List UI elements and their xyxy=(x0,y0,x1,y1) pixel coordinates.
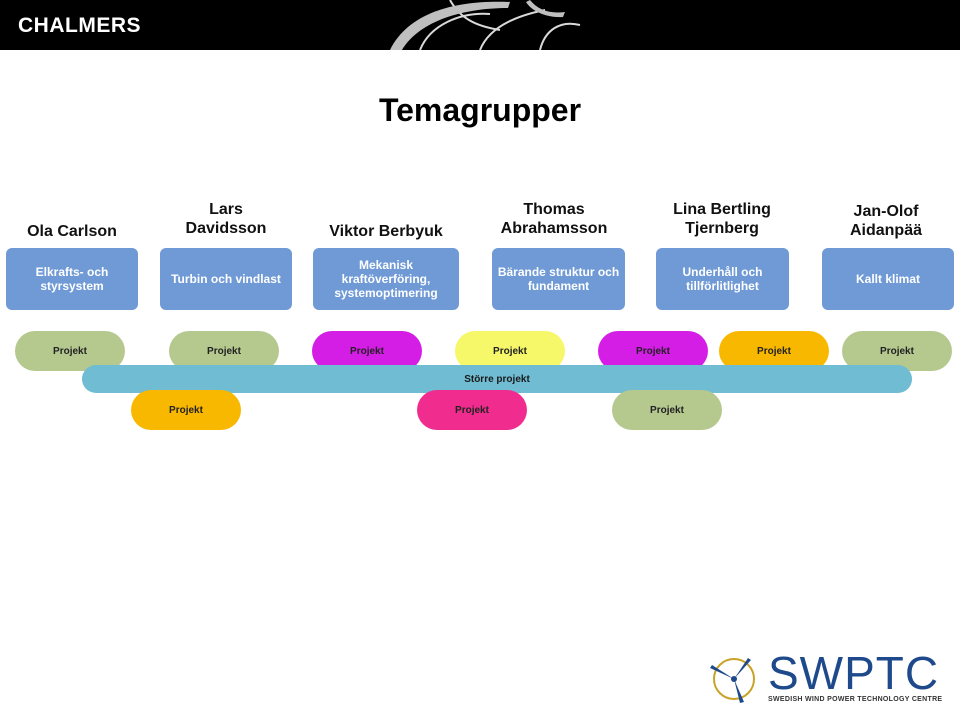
theme-group-box: Elkrafts- och styrsystem xyxy=(6,248,138,310)
person-name: Lina Bertling Tjernberg xyxy=(673,201,771,237)
project-pill: Projekt xyxy=(15,331,125,371)
swptc-wordmark: SWPTC xyxy=(768,647,940,699)
project-pill: Projekt xyxy=(312,331,422,371)
project-pill: Projekt xyxy=(612,390,722,430)
header-bar: CHALMERS xyxy=(0,0,960,50)
person-name: Lars Davidsson xyxy=(185,201,267,237)
decorative-swirl-icon xyxy=(390,0,581,50)
person-name: Viktor Berbyuk xyxy=(329,223,443,240)
project-pill: Projekt xyxy=(455,331,565,371)
theme-group-box: Turbin och vindlast xyxy=(160,248,292,310)
theme-group-box: Bärande struktur och fundament xyxy=(492,248,625,310)
project-pill: Projekt xyxy=(598,331,708,371)
theme-group-box: Underhåll och tillförlitlighet xyxy=(656,248,789,310)
project-pill: Projekt xyxy=(842,331,952,371)
chalmers-logo: CHALMERS xyxy=(18,14,141,37)
theme-group-box: Kallt klimat xyxy=(822,248,954,310)
swptc-subtitle: SWEDISH WIND POWER TECHNOLOGY CENTRE xyxy=(768,696,943,703)
person-name: Ola Carlson xyxy=(27,223,117,240)
person-name: Thomas Abrahamsson xyxy=(500,201,608,237)
project-pill: Projekt xyxy=(417,390,527,430)
wind-turbine-icon xyxy=(710,658,755,703)
project-pill: Projekt xyxy=(719,331,829,371)
project-pill: Projekt xyxy=(131,390,241,430)
project-pill: Projekt xyxy=(169,331,279,371)
theme-group-box: Mekanisk kraftöverföring, systemoptimeri… xyxy=(313,248,459,310)
page-title: Temagrupper xyxy=(378,92,582,128)
swptc-logo: SWPTC SWEDISH WIND POWER TECHNOLOGY CENT… xyxy=(700,647,950,706)
large-project-bar: Större projekt xyxy=(82,365,912,393)
person-name: Jan-Olof Aidanpää xyxy=(849,203,922,239)
